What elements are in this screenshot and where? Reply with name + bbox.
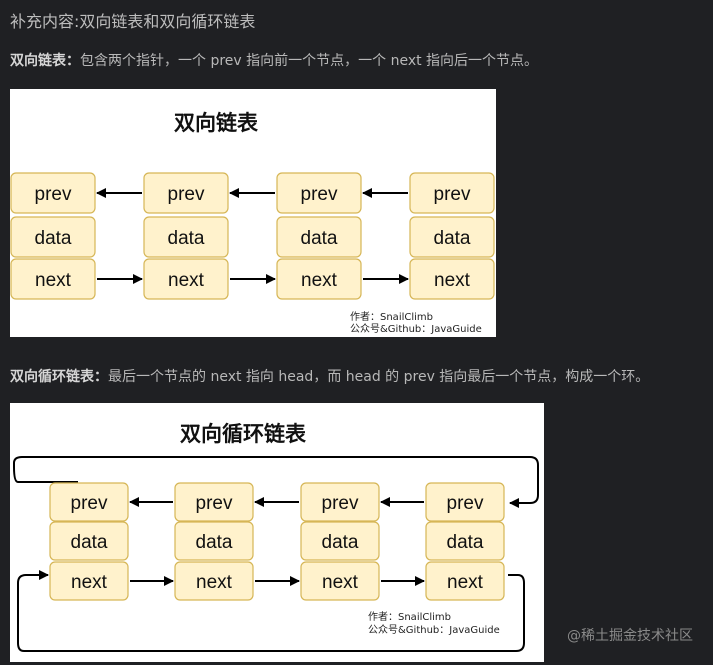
node-next-label: next xyxy=(196,572,233,593)
node-prev-label: prev xyxy=(196,493,233,514)
node-next-cell xyxy=(143,258,229,300)
node-data-cell xyxy=(10,216,96,258)
circular-doubly-linked-list-description: 双向循环链表：最后一个节点的 next 指向 head，而 head 的 pre… xyxy=(10,366,649,386)
list-node: prev data next xyxy=(300,482,380,601)
node-next-cell xyxy=(49,561,129,601)
node-next-label: next xyxy=(301,270,338,291)
node-prev-cell xyxy=(425,482,505,522)
doubly-linked-list-diagram: 双向链表 prev data next prev data next prev data nex… xyxy=(10,111,495,335)
node-data-label: data xyxy=(447,532,484,553)
list-node: prev data next xyxy=(409,172,495,300)
node-next-cell xyxy=(425,561,505,601)
doubly-linked-list-text: 包含两个指针，一个 prev 指向前一个节点，一个 next 指向后一个节点。 xyxy=(80,53,539,69)
circular-doubly-linked-list-diagram: 双向循环链表 prev data next prev data next prev data n… xyxy=(13,422,539,652)
node-prev-cell xyxy=(276,172,362,214)
node-data-label: data xyxy=(168,228,205,249)
node-prev-label: prev xyxy=(434,184,471,205)
node-next-label: next xyxy=(168,270,205,291)
node-prev-cell xyxy=(10,172,96,214)
node-prev-cell xyxy=(49,482,129,522)
node-data-label: data xyxy=(434,228,471,249)
node-data-cell xyxy=(425,521,505,561)
node-prev-label: prev xyxy=(447,493,484,514)
node-next-label: next xyxy=(434,270,471,291)
node-next-cell xyxy=(276,258,362,300)
node-data-cell xyxy=(143,216,229,258)
credit-account: 公众号&Github：JavaGuide xyxy=(368,624,500,636)
node-data-cell xyxy=(276,216,362,258)
figure-title: 双向循环链表 xyxy=(180,422,307,446)
node-next-label: next xyxy=(447,572,484,593)
list-node: prev data next xyxy=(174,482,254,601)
node-data-label: data xyxy=(322,532,359,553)
list-node: prev data next xyxy=(425,482,505,601)
node-data-label: data xyxy=(71,532,108,553)
figure-title: 双向链表 xyxy=(174,111,259,135)
node-prev-cell xyxy=(300,482,380,522)
circular-next-arrow xyxy=(17,570,525,652)
node-data-cell xyxy=(300,521,380,561)
node-data-label: data xyxy=(196,532,233,553)
circular-prev-arrow xyxy=(13,456,539,508)
node-data-label: data xyxy=(35,228,72,249)
watermark: @稀土掘金技术社区 xyxy=(567,628,693,644)
list-node: prev data next xyxy=(49,482,129,601)
node-prev-label: prev xyxy=(322,493,359,514)
node-prev-label: prev xyxy=(71,493,108,514)
node-prev-cell xyxy=(174,482,254,522)
node-data-cell xyxy=(49,521,129,561)
node-prev-cell xyxy=(143,172,229,214)
node-data-label: data xyxy=(301,228,338,249)
node-prev-label: prev xyxy=(168,184,205,205)
node-data-cell xyxy=(409,216,495,258)
node-prev-label: prev xyxy=(35,184,72,205)
circular-doubly-linked-list-text: 最后一个节点的 next 指向 head，而 head 的 prev 指向最后一… xyxy=(108,369,650,385)
credit-author: 作者：SnailClimb xyxy=(368,611,451,623)
section-heading: 补充内容:双向链表和双向循环链表 xyxy=(10,12,256,31)
doubly-linked-list-description: 双向链表：包含两个指针，一个 prev 指向前一个节点，一个 next 指向后一… xyxy=(10,50,538,70)
doubly-linked-list-label: 双向链表： xyxy=(10,53,80,69)
node-next-cell xyxy=(174,561,254,601)
node-next-label: next xyxy=(71,572,108,593)
node-next-cell xyxy=(10,258,96,300)
node-next-label: next xyxy=(322,572,359,593)
node-next-cell xyxy=(300,561,380,601)
credit-author: 作者：SnailClimb xyxy=(350,311,433,323)
node-next-cell xyxy=(409,258,495,300)
list-node: prev data next xyxy=(10,172,96,300)
node-prev-cell xyxy=(409,172,495,214)
circular-doubly-linked-list-label: 双向循环链表： xyxy=(10,369,108,385)
node-next-label: next xyxy=(35,270,72,291)
node-prev-label: prev xyxy=(301,184,338,205)
credit-account: 公众号&Github：JavaGuide xyxy=(350,323,482,335)
list-node: prev data next xyxy=(143,172,229,300)
doubly-linked-list-figure: 双向链表 prev data next prev data next prev data nex… xyxy=(10,89,496,337)
node-data-cell xyxy=(174,521,254,561)
circular-doubly-linked-list-figure: 双向循环链表 prev data next prev data next prev data n… xyxy=(10,403,544,662)
list-node: prev data next xyxy=(276,172,362,300)
